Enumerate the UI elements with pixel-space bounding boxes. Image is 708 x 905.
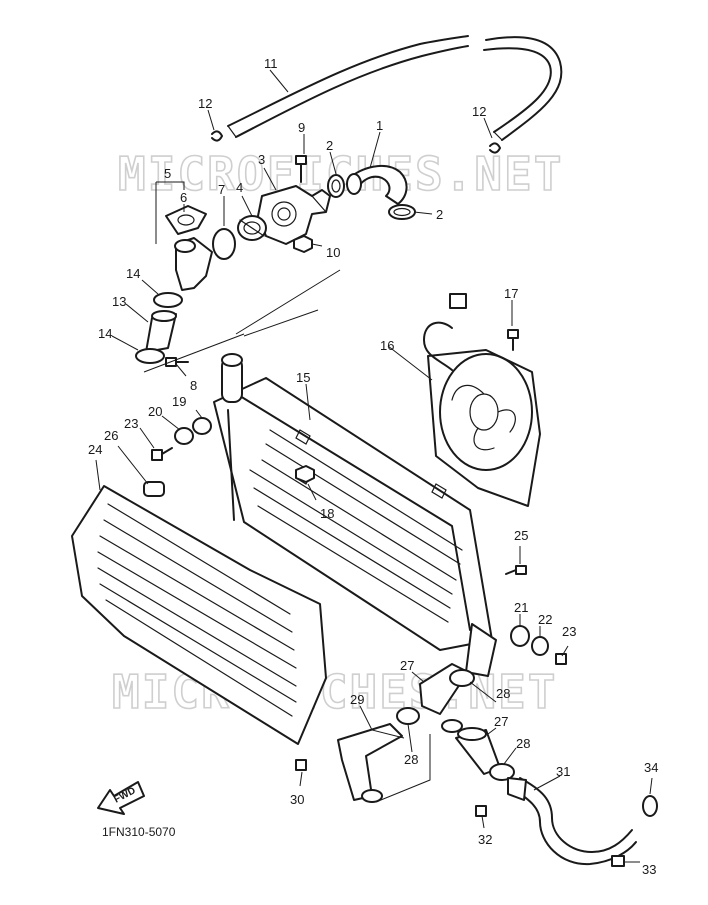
callout-25: 25 (514, 528, 528, 543)
gasket (165, 205, 207, 235)
callout-2a: 2 (326, 138, 333, 153)
bolt-17 (507, 329, 519, 351)
hose-clip-right (489, 142, 501, 154)
bolt-thermostat (295, 155, 307, 183)
cooling-fan (423, 293, 541, 507)
pipe-31 (507, 777, 637, 866)
callout-10: 10 (326, 245, 340, 260)
callout-4: 4 (236, 180, 243, 195)
callout-12a: 12 (198, 96, 212, 111)
thermostat-housing (257, 185, 331, 245)
nut-18 (295, 465, 315, 483)
callout-15: 15 (296, 370, 310, 385)
callout-32: 32 (478, 832, 492, 847)
callout-23a: 23 (124, 416, 138, 431)
radiator (213, 353, 497, 677)
hose-clamp-28-b (396, 707, 420, 725)
water-hose-13 (145, 310, 177, 353)
hose-clamp-28-c (489, 763, 515, 781)
callout-29: 29 (350, 692, 364, 707)
callout-31: 31 (556, 764, 570, 779)
collar-22 (531, 636, 549, 656)
callout-28c: 28 (516, 736, 530, 751)
callout-26: 26 (104, 428, 118, 443)
callout-6: 6 (180, 190, 187, 205)
callout-20: 20 (148, 404, 162, 419)
callout-17: 17 (504, 286, 518, 301)
callout-12b: 12 (472, 104, 486, 119)
o-ring (212, 228, 236, 260)
callout-5: 5 (164, 166, 171, 181)
bolt-23-left (151, 447, 173, 461)
callout-22: 22 (538, 612, 552, 627)
hose-clip-left (211, 130, 223, 142)
callout-16: 16 (380, 338, 394, 353)
callout-23b: 23 (562, 624, 576, 639)
callout-3: 3 (258, 152, 265, 167)
radiator-cover (71, 485, 327, 745)
o-ring-34 (642, 795, 658, 817)
hose-clamp-28-d (441, 719, 463, 733)
callout-28a: 28 (496, 686, 510, 701)
callout-1: 1 (376, 118, 383, 133)
bolt-23-right (555, 653, 567, 665)
outlet-joint (174, 237, 213, 291)
radiator-hose-upper (346, 164, 408, 205)
forward-arrow: FWD (97, 781, 145, 815)
grommet-19 (192, 417, 212, 435)
leader-lines (95, 69, 653, 863)
bolt-25 (505, 565, 527, 575)
hose-clamp-b (388, 204, 416, 220)
callout-34: 34 (644, 760, 658, 775)
callout-30: 30 (290, 792, 304, 807)
hose-27-lower (455, 727, 501, 775)
callout-28b: 28 (404, 752, 418, 767)
bolt-32 (475, 805, 487, 817)
callout-8: 8 (190, 378, 197, 393)
diagram-code: 1FN310-5070 (102, 825, 176, 839)
bolt-30 (295, 759, 307, 771)
grommet-21 (510, 625, 530, 647)
callout-14b: 14 (98, 326, 112, 341)
callout-9: 9 (298, 120, 305, 135)
callout-27a: 27 (400, 658, 414, 673)
hose-clamp-28-a (449, 669, 475, 687)
callout-27b: 27 (494, 714, 508, 729)
callout-11: 11 (264, 56, 278, 71)
hose-clamp-a (327, 174, 345, 198)
callout-13: 13 (112, 294, 126, 309)
bolt-33 (611, 855, 625, 867)
callout-labels: 1 2 2 3 4 5 6 7 8 9 10 11 12 12 13 14 14… (88, 56, 658, 877)
hose-clamp-14-upper (153, 292, 183, 308)
callout-21: 21 (514, 600, 528, 615)
callout-14a: 14 (126, 266, 140, 281)
watermark-bottom: MICROFICHES.NET (112, 665, 557, 719)
callout-19: 19 (172, 394, 186, 409)
breather-hose (227, 35, 563, 141)
thermostat (237, 215, 267, 241)
hose-clamp-14-lower (135, 348, 165, 364)
callout-2b: 2 (436, 207, 443, 222)
callout-18: 18 (320, 506, 334, 521)
callout-7: 7 (218, 182, 225, 197)
nut-thermostat (293, 235, 313, 253)
damper-26 (143, 481, 165, 497)
collar-20 (174, 427, 194, 445)
callout-24: 24 (88, 442, 102, 457)
pipe-29 (337, 723, 403, 803)
callout-33: 33 (642, 862, 656, 877)
